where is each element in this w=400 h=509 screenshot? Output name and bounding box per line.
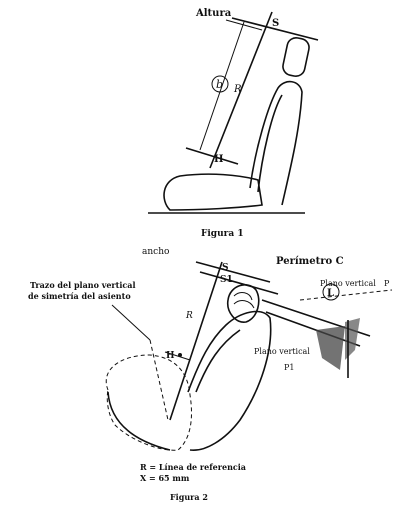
s-line-2: [195, 261, 271, 283]
seat2-cushion: [105, 354, 192, 451]
seat2-backrest: [187, 310, 272, 451]
headrest: [282, 37, 310, 77]
label-plano-vertical-p: Plano vertical: [320, 279, 376, 288]
circle-l: [322, 283, 340, 301]
seat2-backrest-inner: [195, 329, 241, 393]
caption-figure-1: Figura 1: [201, 229, 244, 239]
plane-p-arrow: [299, 289, 393, 301]
label-altura: Altura: [195, 8, 232, 19]
plane-line-2: [265, 311, 361, 347]
caption-figure-2: Figura 2: [170, 492, 208, 502]
h-point-dot: [178, 353, 182, 357]
reference-line-r: [209, 11, 273, 169]
label-perimetro: Perímetro C: [276, 256, 344, 267]
label-r-fig1: R: [233, 84, 242, 95]
label-s1: S1: [220, 275, 233, 285]
altura-arrow: [225, 19, 263, 31]
headrest-hatch-2: [233, 300, 255, 309]
trazo-line-1: Trazo del plano vertical: [30, 280, 135, 290]
seat2-headrest: [226, 284, 260, 323]
seat-cushion: [163, 173, 263, 211]
label-plano-vertical-p1: Plano vertical: [254, 347, 310, 356]
trazo-line-2: de simetría del asiento: [28, 291, 131, 301]
headrest-hatch-1: [233, 292, 253, 301]
backrest-inner-line: [257, 94, 283, 193]
figure-2: L ancho Perímetro C S S1 R H Plano verti…: [28, 247, 393, 502]
circle-b: [211, 75, 229, 93]
label-h-fig2: H: [166, 351, 175, 361]
seat2-cushion-edge: [107, 391, 171, 451]
s-line: [231, 17, 319, 41]
trazo-arrow: [111, 304, 151, 341]
label-r-fig2: R: [185, 311, 193, 321]
reference-line-r2: [169, 261, 223, 421]
label-ancho: ancho: [142, 247, 169, 257]
s1-line: [199, 271, 279, 295]
hatched-region-1: [316, 326, 345, 370]
h-point-line: [185, 147, 239, 165]
label-s-fig1: S: [272, 18, 279, 29]
h-line-2: [164, 351, 191, 361]
label-b: b: [216, 78, 223, 91]
label-l: L: [327, 288, 334, 299]
label-s-fig2: S: [222, 263, 229, 273]
figure-1: b Altura S H R Figura 1: [148, 8, 319, 239]
legend-x: X = 65 mm: [140, 473, 190, 483]
label-h-fig1: H: [214, 154, 223, 165]
seat-backrest: [249, 80, 303, 206]
label-p: P: [384, 279, 390, 288]
dimension-line-b: [199, 21, 245, 151]
legend-r: R = Línea de referencia: [140, 462, 246, 472]
label-p1: P1: [284, 363, 294, 372]
